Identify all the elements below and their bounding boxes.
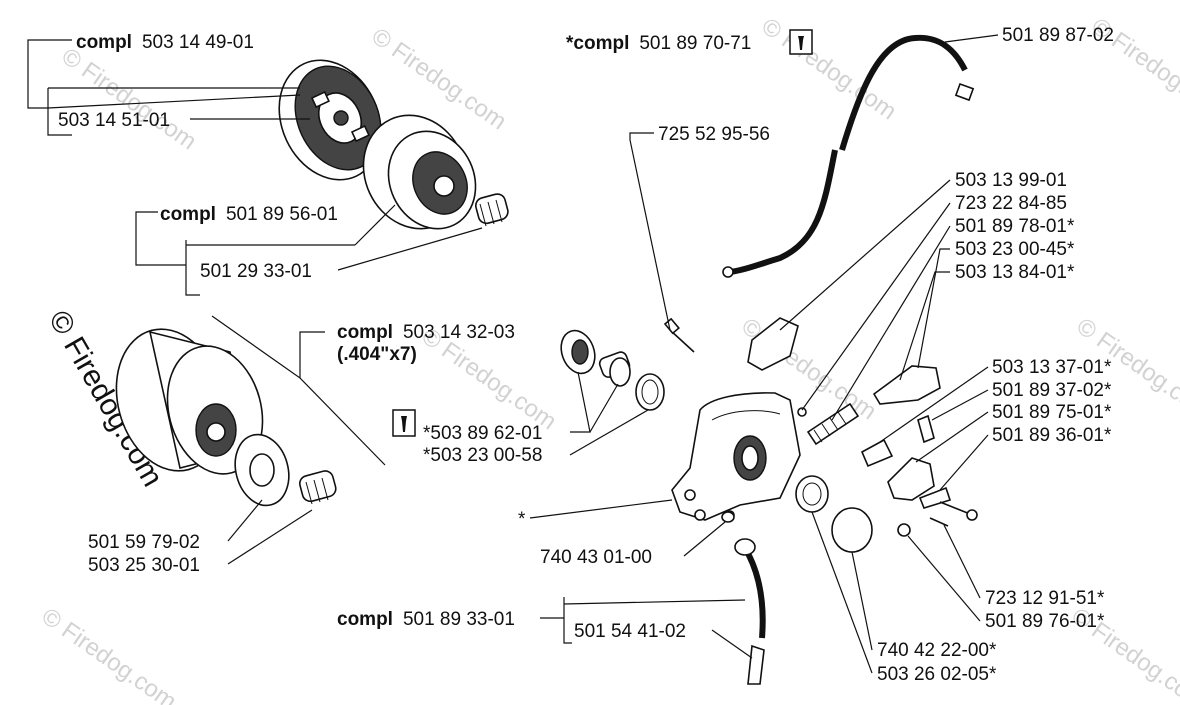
part-number-723-12-91: 723 12 91-51*: [985, 588, 1105, 609]
label-oil-hose: 501 89 87-02: [944, 25, 1114, 46]
label-suction-compl: compl 501 89 33-01 501 54 41-02: [337, 597, 753, 659]
label-rim-sprocket: 501 59 79-02 503 25 30-01: [88, 499, 313, 576]
part-number-clutch-shoe: 503 14 51-01: [58, 110, 170, 131]
label-screw-725: 725 52 95-56: [629, 124, 770, 331]
label-right-column-top: 503 13 99-01 723 22 84-85 501 89 78-01* …: [779, 170, 1075, 421]
compl-prefix: compl: [337, 609, 393, 630]
part-number-503-13-84: 503 13 84-01*: [955, 262, 1075, 283]
rim-drum-assembly: [115, 328, 337, 507]
label-rim-compl: compl 503 14 32-03 (.404"x7): [211, 315, 515, 466]
part-number-503-13-37: 503 13 37-01*: [992, 357, 1112, 378]
part-number-oil-hose: 501 89 87-02: [1002, 25, 1114, 46]
wrench-icon: [789, 29, 813, 55]
watermark: © Firedog.com: [757, 13, 902, 126]
clutch-assembly: [278, 59, 509, 230]
watermark: © Firedog.com: [367, 23, 512, 136]
compl-prefix: compl: [160, 204, 216, 225]
label-worm-gear: *503 89 62-01 *503 23 00-58: [423, 371, 649, 466]
part-number-501-89-78: 501 89 78-01*: [955, 216, 1075, 237]
label-drum-compl: compl 501 89 56-01 501 29 33-01: [135, 204, 483, 296]
part-number-drum: 501 89 56-01: [226, 204, 338, 225]
svg-text:*compl 501 89 70-71: *compl 501 89 70-71: [566, 33, 751, 54]
part-number-pump-body: *: [518, 509, 526, 530]
part-number-seal-503-26: 503 26 02-05*: [877, 664, 997, 685]
part-number-501-89-76: 501 89 76-01*: [985, 611, 1105, 632]
part-number-suction: 501 89 33-01: [403, 609, 515, 630]
label-right-column-mid: 503 13 37-01* 501 89 37-02* 501 89 75-01…: [879, 357, 1112, 491]
svg-text:compl 501 89 56-01: compl 501 89 56-01: [160, 204, 338, 225]
part-number-723-22-84: 723 22 84-85: [955, 193, 1067, 214]
suction-hose-part: [734, 538, 766, 685]
part-number-oil-pump: 501 89 70-71: [639, 33, 751, 54]
part-number-clutch: 503 14 49-01: [142, 32, 254, 53]
watermark: © Firedog.com: [57, 43, 202, 156]
pitch-note: (.404"x7): [337, 344, 417, 365]
label-oil-pump-compl: *compl 501 89 70-71: [566, 33, 751, 54]
part-number-oring-740-43: 740 43 01-00: [540, 547, 652, 568]
svg-text:compl 501 89 33-01: compl 501 89 33-01: [337, 609, 515, 630]
compl-prefix: compl: [76, 32, 132, 53]
watermark: © Firedog.com: [37, 603, 182, 705]
part-number-needle-bearing: 501 29 33-01: [200, 261, 312, 282]
wrench-icon: [392, 409, 416, 437]
label-clutch-compl: compl 503 14 49-01 503 14 51-01: [27, 32, 310, 136]
compl-prefix: compl: [337, 322, 393, 343]
svg-text:compl 503 14 49-01: compl 503 14 49-01: [76, 32, 254, 53]
part-number-503-23-00-45: 503 23 00-45*: [955, 239, 1075, 260]
svg-text:compl 503 14 32-03: compl 503 14 32-03: [337, 322, 515, 343]
part-number-washer-58: *503 23 00-58: [423, 445, 542, 466]
label-pump-body: *: [518, 499, 673, 530]
part-number-rim-sprocket: 501 59 79-02: [88, 532, 200, 553]
part-number-501-89-36: 501 89 36-01*: [992, 425, 1112, 446]
part-number-501-89-75: 501 89 75-01*: [992, 402, 1112, 423]
oil-hose-part: [722, 34, 975, 278]
part-number-screw-725: 725 52 95-56: [658, 124, 770, 145]
oil-pump-assembly: [560, 317, 978, 553]
label-right-column-bottom: 723 12 91-51* 501 89 76-01* 740 42 22-00…: [811, 511, 1105, 685]
part-number-suction-hose: 501 54 41-02: [574, 621, 686, 642]
compl-prefix: *compl: [566, 33, 629, 54]
part-number-needle-bearing-2: 503 25 30-01: [88, 555, 200, 576]
part-number-rim-drum: 503 14 32-03: [403, 322, 515, 343]
part-number-503-13-99: 503 13 99-01: [955, 170, 1067, 191]
part-number-oring-740-42: 740 42 22-00*: [877, 640, 997, 661]
part-number-501-89-37: 501 89 37-02*: [992, 380, 1112, 401]
label-oring-740-43: 740 43 01-00: [540, 521, 726, 568]
part-number-worm-gear: *503 89 62-01: [423, 423, 542, 444]
